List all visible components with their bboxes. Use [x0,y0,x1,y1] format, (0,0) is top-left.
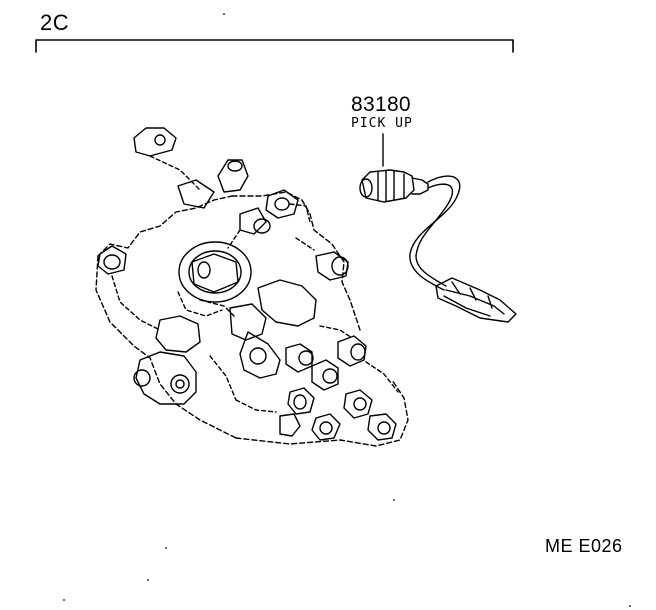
engine-code-label: 2C [40,10,70,35]
sensor-wire [409,175,461,291]
injection-pump [95,127,409,447]
group-bracket [35,39,514,53]
part-number-label: 83180 [351,93,411,116]
scan-specks [63,13,631,607]
pickup-sensor [359,133,461,291]
sensor-connector [435,277,517,323]
part-name-label: PICK UP [351,116,413,131]
reference-code-label: ME E026 [545,536,623,556]
